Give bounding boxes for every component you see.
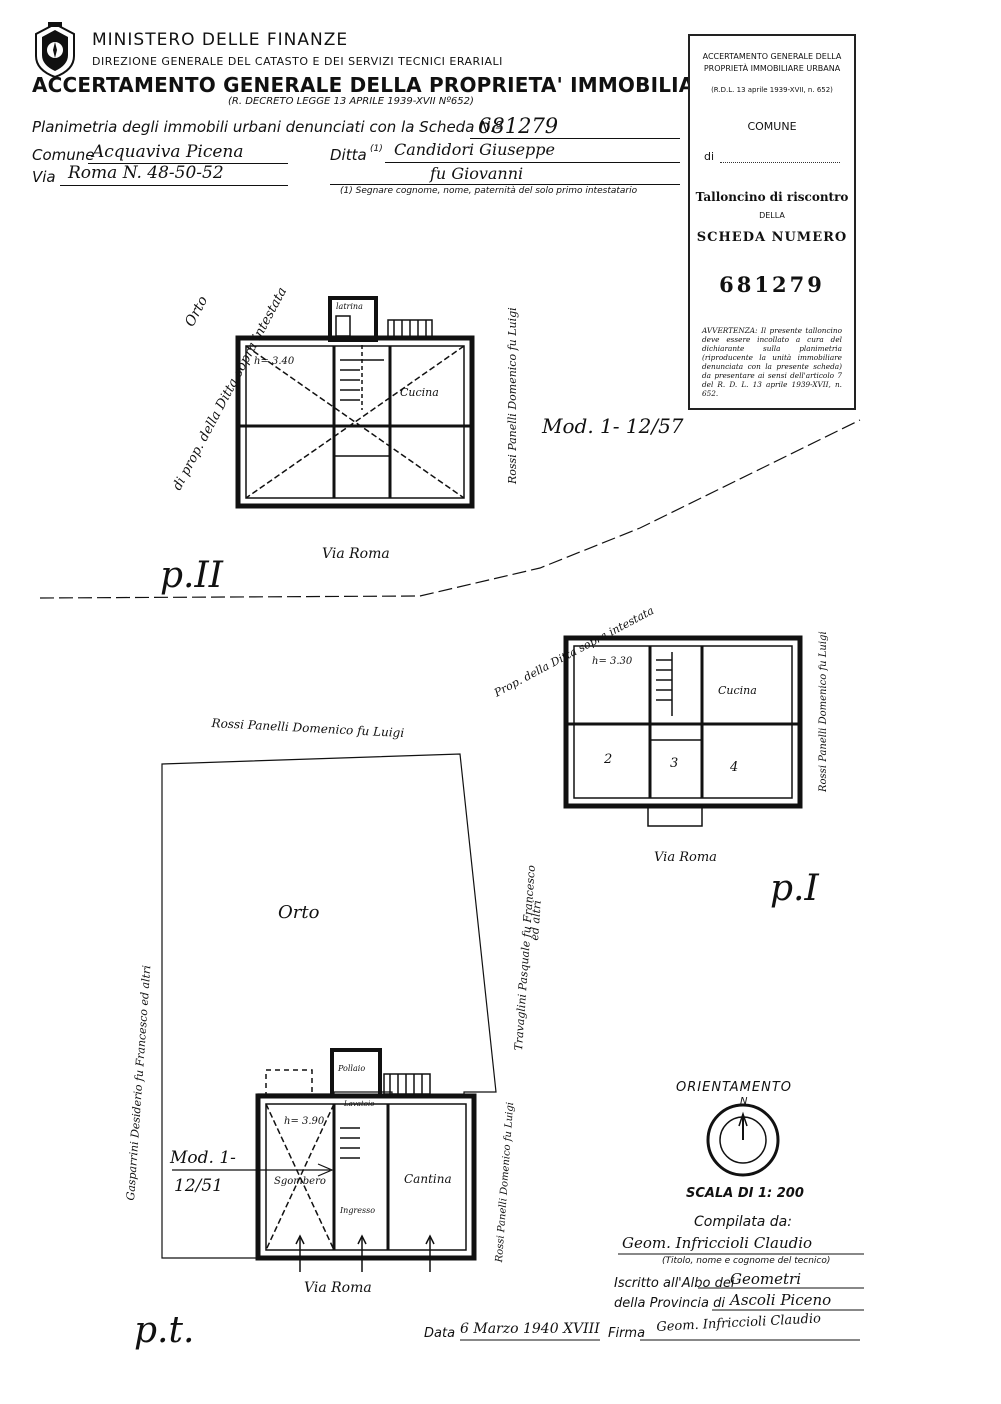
ditta-label: Ditta — [330, 146, 367, 164]
talloncino-title: Talloncino di riscontro — [695, 190, 849, 204]
ministry-emblem-icon — [30, 20, 80, 80]
plan2-floor-label: p.II — [160, 555, 223, 596]
plan2-height: h= 3.40 — [254, 356, 295, 367]
iscritto-value: Geometri — [730, 1270, 801, 1288]
talloncino-box: ACCERTAMENTO GENERALE DELLA PROPRIETÀ IM… — [688, 34, 856, 410]
plan1-room-4: 4 — [730, 760, 739, 775]
ditta-value-1: Candidori Giuseppe — [394, 140, 556, 159]
plan1-street: Via Roma — [654, 850, 717, 865]
ditta-note: (1) Segnare cognome, nome, paternità del… — [340, 186, 638, 196]
via-value: Roma N. 48-50-52 — [68, 163, 224, 183]
planimetria-label: Planimetria degli immobili urbani denunc… — [32, 118, 503, 136]
plan1-right-owner: Rossi Panelli Domenico fu Luigi — [818, 631, 829, 792]
scheda-number: 681279 — [478, 114, 559, 138]
talloncino-rdl: (R.D.L. 13 aprile 1939-XVII, n. 652) — [711, 86, 833, 94]
ditta-footnote-mark: (1) — [370, 144, 383, 154]
plant-mod-2: 12/51 — [174, 1176, 223, 1196]
tecnico-name: Geom. Infriccioli Claudio — [622, 1234, 813, 1252]
plan2-mod-note: Mod. 1- 12/57 — [542, 414, 684, 438]
provincia-label: della Provincia di — [614, 1296, 725, 1311]
scheda-underline — [470, 138, 680, 139]
talloncino-header-1: ACCERTAMENTO GENERALE DELLA — [702, 52, 842, 61]
talloncino-di-line — [720, 162, 840, 163]
plant-height: h= 3.90 — [284, 1116, 325, 1127]
plan1-cucina: Cucina — [718, 684, 757, 697]
ditta-value-2: fu Giovanni — [430, 164, 524, 183]
data-label: Data — [424, 1326, 456, 1341]
orientation-label: ORIENTAMENTO — [676, 1080, 793, 1095]
talloncino-della: DELLA — [759, 211, 785, 220]
ditta-underline-2 — [330, 184, 680, 185]
via-label: Via — [32, 168, 56, 186]
plan2-cucina: Cucina — [400, 386, 439, 399]
ministry-name: MINISTERO DELLE FINANZE — [92, 30, 349, 50]
compilata-label: Compilata da: — [694, 1214, 792, 1230]
provincia-value: Ascoli Piceno — [730, 1291, 832, 1309]
via-underline — [60, 185, 288, 186]
talloncino-number: 681279 — [719, 272, 825, 297]
orientation-north: N — [740, 1096, 748, 1107]
comune-value: Acquaviva Picena — [92, 142, 244, 162]
plan1-floor-label: p.I — [770, 868, 819, 909]
plant-sgombero: Sgombero — [274, 1176, 326, 1187]
comune-underline — [88, 163, 288, 164]
plant-lavatoio: Lavatoio — [344, 1100, 375, 1108]
plant-cantina: Cantina — [404, 1172, 452, 1186]
plan2-street: Via Roma — [322, 546, 390, 562]
plant-floor-label: p.t. — [134, 1310, 195, 1351]
firma-label: Firma — [608, 1326, 646, 1341]
talloncino-di: di — [704, 150, 715, 163]
talloncino-scheda: SCHEDA NUMERO — [696, 230, 848, 245]
plan1-height: h= 3.30 — [592, 656, 633, 667]
plan-ground-floor — [161, 753, 497, 1272]
talloncino-comune: COMUNE — [747, 120, 797, 133]
plant-mod-1: Mod. 1- — [170, 1148, 236, 1168]
comune-label: Comune — [32, 146, 95, 164]
plan-first-floor — [563, 635, 803, 827]
plant-street: Via Roma — [304, 1280, 372, 1296]
ditta-underline-1 — [385, 162, 680, 163]
talloncino-warning: AVVERTENZA: Il presente talloncino deve … — [702, 326, 842, 398]
plant-ingresso: Ingresso — [340, 1206, 376, 1215]
talloncino-header-2: PROPRIETÀ IMMOBILIARE URBANA — [703, 64, 841, 73]
plan2-right-owner: Rossi Panelli Domenico fu Luigi — [506, 307, 519, 484]
plan1-room-2: 2 — [604, 752, 613, 767]
iscritto-label: Iscritto all'Albo dei — [614, 1276, 735, 1291]
plant-pollaio: Pollaio — [338, 1064, 366, 1073]
tecnico-note: (Titolo, nome e cognome del tecnico) — [662, 1256, 831, 1266]
decree-reference: (R. DECRETO LEGGE 13 APRILE 1939-XVII Nº… — [228, 96, 474, 107]
direction-name: DIREZIONE GENERALE DEL CATASTO E DEI SER… — [92, 55, 503, 68]
plan1-room-3: 3 — [670, 756, 679, 771]
scale-label: SCALA DI 1: 200 — [686, 1186, 804, 1201]
plan-second-floor — [235, 296, 475, 509]
data-value: 6 Marzo 1940 XVIII — [460, 1321, 600, 1337]
plan2-latrina: latrina — [336, 302, 363, 311]
plant-orto: Orto — [278, 902, 320, 923]
